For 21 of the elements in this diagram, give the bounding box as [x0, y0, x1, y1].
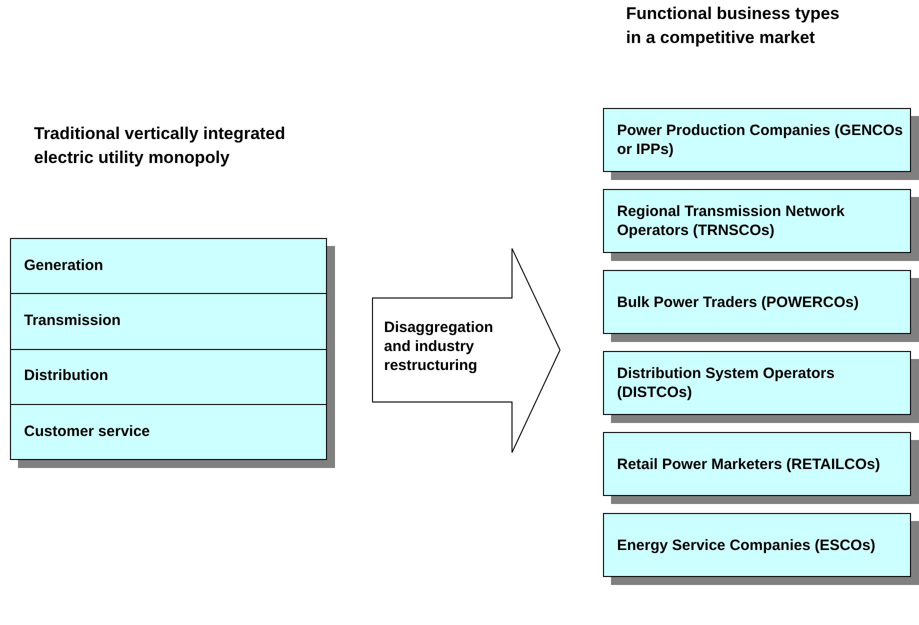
block-arrow [372, 248, 561, 453]
business-type-box [603, 270, 911, 334]
business-type-box [603, 432, 911, 496]
layer-row: Generation [11, 239, 326, 294]
business-type-box [603, 351, 911, 415]
layer-row: Distribution [11, 348, 326, 404]
box-text: Bulk Power Traders (POWERCOs) [617, 292, 859, 312]
business-type-box [603, 189, 911, 253]
group-heading: Traditional vertically integrated electric utility monopoly [34, 123, 286, 169]
business-type-box [603, 108, 911, 172]
box-text: Regional Transmission Network Operators (TRNSCOs) [617, 202, 846, 240]
box-text: Retail Power Marketers (RETAILCOs) [617, 454, 880, 474]
box-text: Distribution System Operators (DISTCOs) [617, 364, 836, 402]
stacked-box [10, 238, 327, 460]
arrow-label: Disaggregation and industry restructuring [384, 318, 494, 375]
layer-row: Customer service [11, 404, 326, 459]
layer-row: Transmission [11, 293, 326, 348]
column-heading: Functional business types in a competitive market [626, 3, 840, 49]
business-type-box [603, 513, 911, 577]
box-text: Power Production Companies (GENCOs or IPPs) [617, 121, 904, 159]
box-text: Energy Service Companies (ESCOs) [617, 536, 876, 554]
